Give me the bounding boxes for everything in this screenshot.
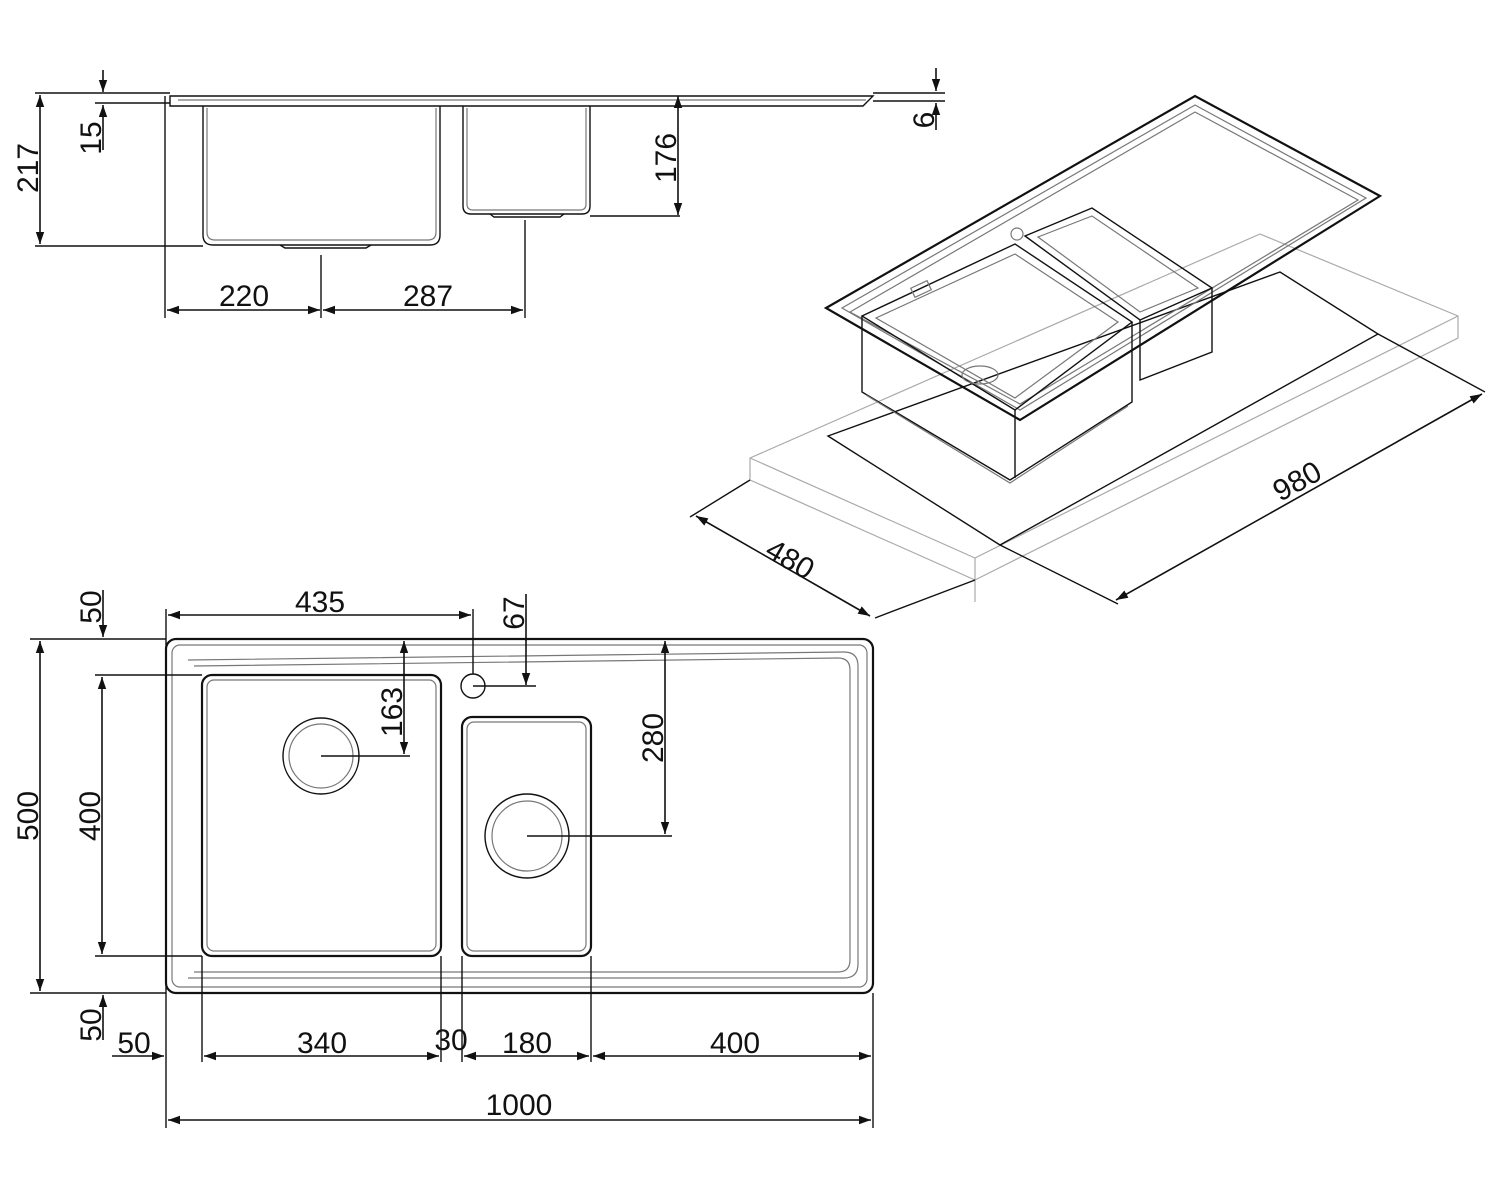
top-main-bowl bbox=[200, 673, 443, 958]
dim-top-small-bowl-width: 180 bbox=[502, 1027, 552, 1060]
iso-small-bowl bbox=[1023, 207, 1214, 321]
dim-side-rim-thickness: 15 bbox=[75, 121, 108, 154]
dim-top-top-margin: 50 bbox=[75, 590, 108, 623]
iso-sink-rim bbox=[823, 94, 1383, 422]
dim-top-drainer-width: 400 bbox=[710, 1027, 760, 1060]
dim-side-drain-offset-main: 220 bbox=[219, 280, 269, 313]
dim-top-main-bowl-drain-offset: 435 bbox=[295, 586, 345, 619]
dim-top-overall-depth: 500 bbox=[12, 791, 45, 841]
iso-main-bowl bbox=[860, 243, 1134, 411]
dim-top-small-drain-from-front: 280 bbox=[637, 713, 670, 763]
dim-iso-cutout-width: 980 bbox=[1268, 455, 1328, 508]
top-view: 50 435 67 163 500 400 280 50 50 340 30 1… bbox=[12, 586, 875, 1128]
dim-top-tap-hole-offset: 67 bbox=[498, 596, 531, 629]
dim-top-main-drain-from-front: 163 bbox=[376, 687, 409, 737]
dim-top-main-bowl-depth: 400 bbox=[74, 791, 107, 841]
dim-top-main-bowl-width: 340 bbox=[297, 1027, 347, 1060]
side-main-bowl bbox=[202, 106, 441, 246]
side-small-bowl bbox=[462, 106, 591, 215]
dim-side-edge-thickness: 6 bbox=[908, 112, 941, 129]
dim-iso-cutout-depth: 480 bbox=[760, 533, 820, 587]
top-sink-outline bbox=[164, 637, 875, 995]
dim-top-overall-width: 1000 bbox=[486, 1089, 553, 1122]
side-view: 217 15 176 6 220 287 bbox=[12, 68, 945, 318]
dim-top-bowl-gap: 30 bbox=[434, 1024, 467, 1057]
dim-top-left-margin: 50 bbox=[117, 1027, 150, 1060]
isometric-view: 480 980 bbox=[689, 94, 1486, 619]
dim-top-bottom-margin: 50 bbox=[75, 1008, 108, 1041]
side-rim bbox=[169, 95, 875, 107]
iso-cutout bbox=[826, 271, 1380, 546]
dim-side-small-bowl-depth: 176 bbox=[650, 133, 683, 183]
dim-side-drain-offset-secondary: 287 bbox=[403, 280, 453, 313]
dim-side-total-height: 217 bbox=[12, 143, 45, 193]
